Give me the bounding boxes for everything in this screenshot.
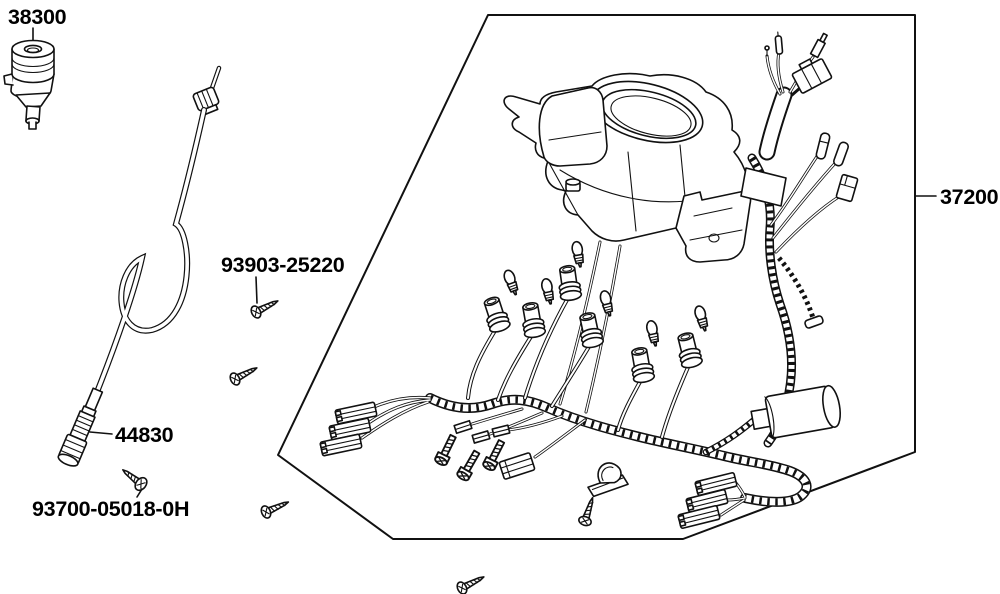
housing-nub [565, 178, 581, 192]
tapping-screw [227, 361, 261, 388]
leader-line [89, 431, 113, 435]
bulb-socket [479, 294, 513, 335]
indicator-bulb [539, 277, 557, 306]
blade-terminal [809, 32, 828, 59]
callout-38300: 38300 [8, 5, 67, 43]
band-clamp [740, 167, 787, 207]
multi-pin-connector [791, 58, 833, 94]
tapping-screw [258, 495, 292, 521]
two-pin-connector [835, 173, 859, 203]
bullet-connector [832, 141, 850, 167]
spade-terminal [453, 419, 473, 435]
part-label-44830: 44830 [115, 423, 174, 447]
callout-37200: 37200 [915, 185, 999, 209]
cable-end-boot [57, 387, 104, 467]
harness-bottom-connectors [677, 471, 747, 530]
harness-main-tube [740, 86, 796, 448]
bullet-connector [815, 132, 831, 160]
spade-terminal [471, 430, 491, 444]
harness-left-connectors [319, 395, 432, 457]
corrugated-branch-end [804, 315, 824, 329]
indicator-bulb [692, 303, 711, 333]
relay-part [3, 39, 55, 130]
harness-connector [319, 433, 363, 457]
leader-line [136, 488, 143, 498]
indicator-bulb [501, 268, 522, 298]
bulb-socket [627, 345, 656, 385]
machine-screw [432, 432, 460, 468]
mounting-bracket [675, 190, 752, 263]
leader-line [255, 276, 258, 304]
cable-ferrule [192, 86, 220, 116]
bulb-socket [555, 263, 583, 303]
callout-93700-05018-0H: 93700-05018-0H [32, 488, 189, 521]
kit-border-polygon [277, 14, 916, 540]
part-label-93700-05018-0H: 93700-05018-0H [32, 497, 189, 521]
tapping-screw [248, 294, 282, 321]
spade-terminal [491, 424, 511, 438]
machine-screw [454, 448, 484, 483]
tapping-screw [454, 570, 488, 594]
speedometer-cable-part [57, 65, 222, 467]
indicator-bulb [644, 319, 662, 348]
tapping-screw [576, 494, 600, 528]
cylindrical-component [702, 384, 841, 456]
flat-screw [117, 463, 151, 494]
terminal-wires [453, 407, 587, 480]
bullet-terminal [774, 31, 784, 55]
cable-clamp [587, 462, 629, 498]
rect-connector [498, 452, 536, 480]
callout-44830: 44830 [89, 423, 174, 447]
callout-93903-25220: 93903-25220 [221, 253, 345, 304]
bulb-socket [518, 300, 547, 340]
part-label-38300: 38300 [8, 5, 67, 29]
part-label-93903-25220: 93903-25220 [221, 253, 345, 277]
harness-top-branches [764, 31, 859, 329]
bulb-socket-branches [466, 240, 711, 439]
harness-trunk [425, 393, 812, 507]
bulb-socket [673, 330, 704, 371]
indicator-bulb [570, 240, 587, 269]
part-label-37200: 37200 [940, 185, 999, 209]
speedometer-housing [503, 72, 752, 263]
